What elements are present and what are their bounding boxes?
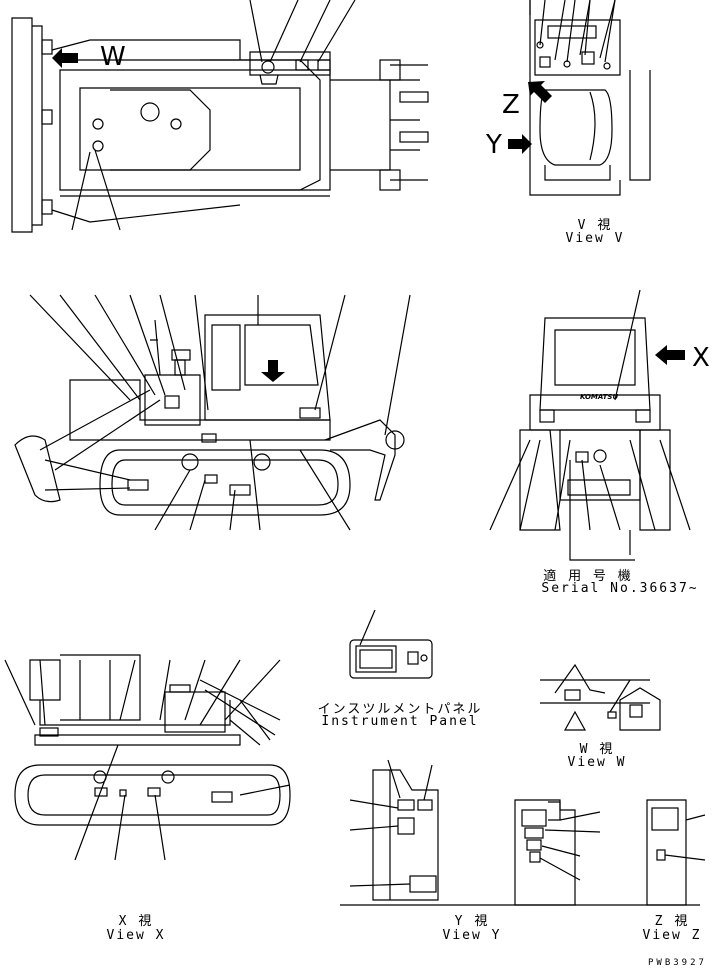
view-v-en: View V <box>565 231 625 246</box>
view-y-drawing <box>340 759 700 906</box>
instrument-panel-en: Instrument Panel <box>321 714 479 729</box>
view-y-en: View Y <box>442 928 502 943</box>
view-z-drawing <box>514 799 706 906</box>
arrow-x <box>655 345 685 365</box>
arrow-label-z: Z <box>502 90 520 120</box>
view-x-jp: X 視 <box>118 914 154 929</box>
serial-en: Serial No.36637~ <box>541 581 699 596</box>
arrow-label-y: Y <box>486 130 502 160</box>
view-x-en: View X <box>106 928 166 943</box>
view-v-jp: V 視 <box>577 218 613 233</box>
view-x-drawing <box>489 289 691 561</box>
instrument-panel-jp: インスツルメントパネル <box>317 702 483 717</box>
arrow-label-x: X <box>692 343 710 373</box>
serial-jp: 適 用 号 機 <box>543 569 633 584</box>
arrow-w <box>52 48 78 68</box>
view-w-en: View W <box>567 755 627 770</box>
arrow-label-w: W <box>100 42 126 72</box>
view-z-jp: Z 視 <box>654 914 690 929</box>
view-w-jp: W 視 <box>579 742 615 757</box>
view-v-drawing <box>529 0 651 196</box>
side-view-drawing <box>14 294 411 531</box>
drawing-code: PWB3927 <box>648 958 707 968</box>
view-y-jp: Y 視 <box>454 914 490 929</box>
view-x-side-drawing <box>4 654 291 861</box>
view-z-en: View Z <box>642 928 702 943</box>
brand-logo: KOMATSU <box>580 393 619 401</box>
top-view <box>11 0 429 233</box>
arrow-z <box>528 81 552 103</box>
arrow-down-cab <box>261 360 285 382</box>
arrow-y <box>508 134 532 154</box>
view-w-drawing <box>540 663 661 731</box>
instrument-panel-drawing <box>349 609 433 679</box>
